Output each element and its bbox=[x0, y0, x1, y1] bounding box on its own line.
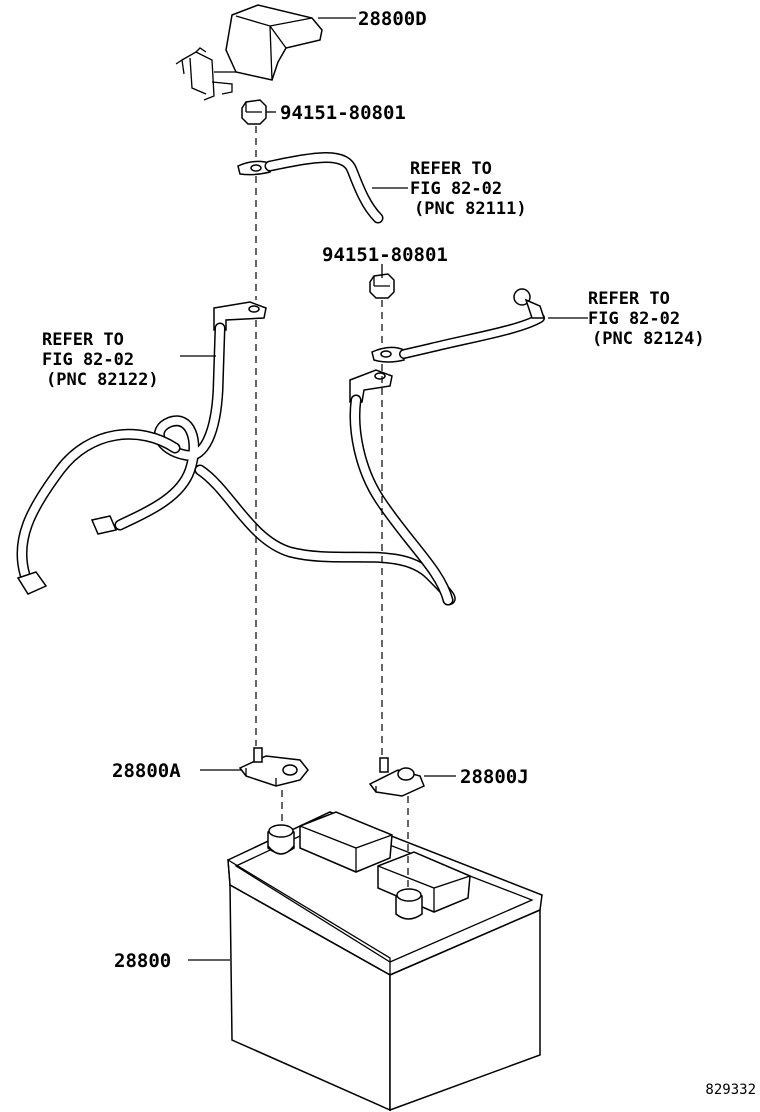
nut-top-illustration bbox=[241, 99, 267, 125]
label-28800a[interactable]: 28800A bbox=[112, 760, 181, 782]
ref-82122-line2: FIG 82-02 bbox=[42, 350, 134, 370]
ref-82111-line2: FIG 82-02 bbox=[410, 179, 502, 199]
ref-82122-line1: REFER TO bbox=[42, 330, 124, 350]
ref-82122-line3: (PNC 82122) bbox=[46, 370, 159, 390]
terminal-a-illustration bbox=[238, 747, 309, 787]
cable-82111-illustration bbox=[237, 152, 384, 224]
cable-82122-illustration bbox=[16, 301, 456, 606]
label-28800d[interactable]: 28800D bbox=[358, 8, 427, 30]
terminal-j-illustration bbox=[368, 757, 425, 797]
battery-illustration bbox=[227, 811, 543, 1112]
ref-82124-line1: REFER TO bbox=[588, 289, 670, 309]
label-nut-mid[interactable]: 94151-80801 bbox=[322, 244, 448, 266]
ref-82111[interactable]: REFER TO FIG 82-02 (PNC 82111) bbox=[410, 159, 527, 219]
label-28800[interactable]: 28800 bbox=[114, 950, 171, 972]
ref-82124[interactable]: REFER TO FIG 82-02 (PNC 82124) bbox=[588, 289, 705, 349]
figure-code: 829332 bbox=[705, 1082, 756, 1098]
label-nut-top[interactable]: 94151-80801 bbox=[280, 102, 406, 124]
ref-82124-line3: (PNC 82124) bbox=[592, 329, 705, 349]
leader-lines bbox=[180, 17, 588, 961]
ref-82124-line2: FIG 82-02 bbox=[588, 309, 680, 329]
ref-82111-line3: (PNC 82111) bbox=[414, 199, 527, 219]
terminal-cover-illustration bbox=[175, 4, 323, 101]
part-labels: 28800D 94151-80801 94151-80801 28800A 28… bbox=[112, 8, 529, 972]
ref-82122[interactable]: REFER TO FIG 82-02 (PNC 82122) bbox=[42, 330, 159, 390]
assembly-lines bbox=[255, 126, 409, 888]
nut-mid-illustration bbox=[369, 273, 395, 299]
label-28800j[interactable]: 28800J bbox=[460, 766, 529, 788]
cable-82124-illustration bbox=[349, 288, 546, 606]
ref-82111-line1: REFER TO bbox=[410, 159, 492, 179]
